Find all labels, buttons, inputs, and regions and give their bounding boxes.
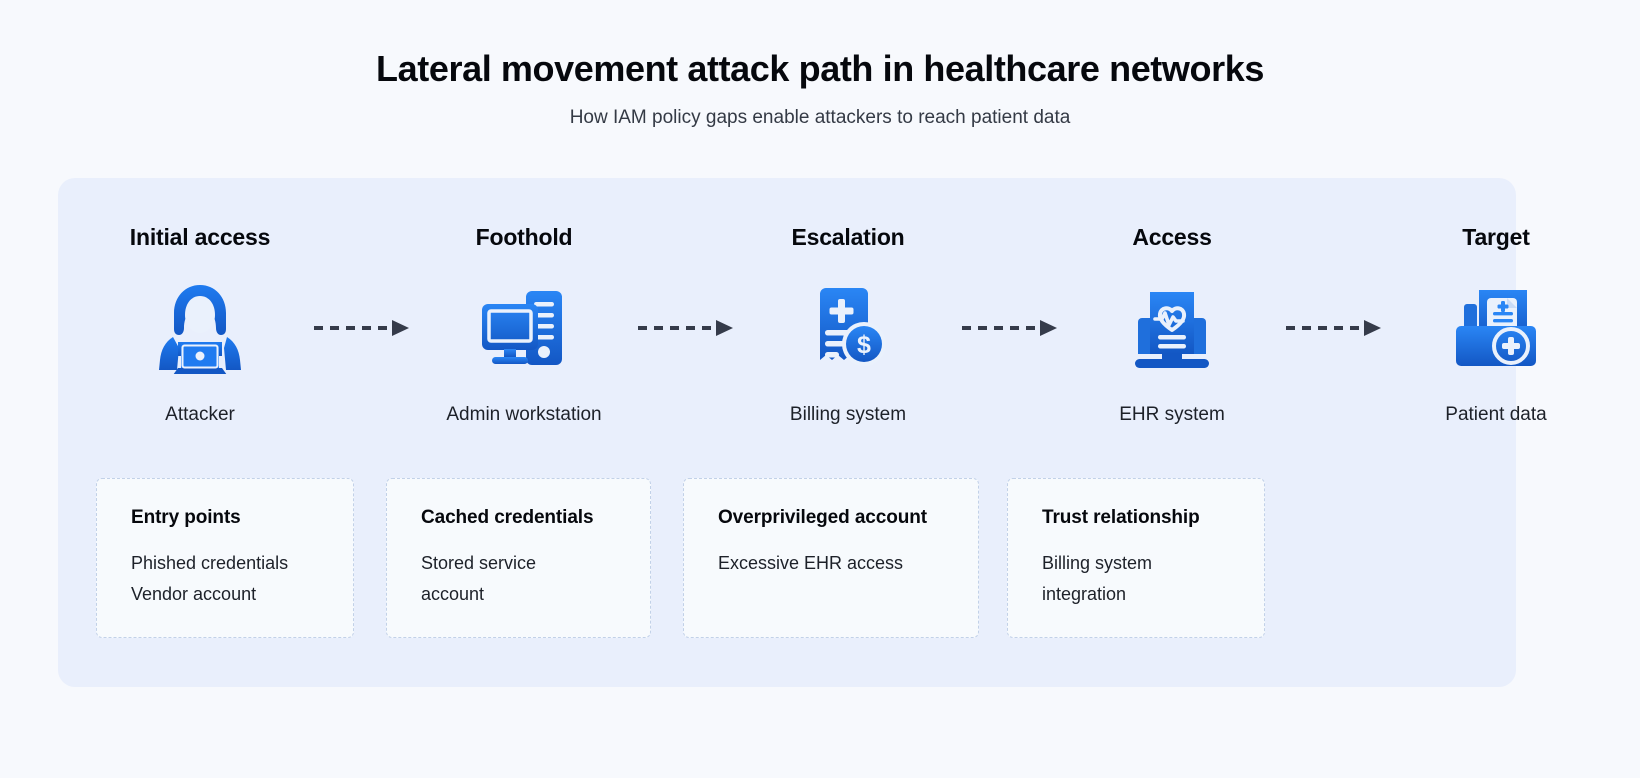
detail-cards-row: Entry points Phished credentials Vendor … <box>58 478 1516 638</box>
flow-node-access[interactable]: Access <box>1060 224 1284 426</box>
node-label-admin-workstation: Admin workstation <box>446 403 602 425</box>
detail-card-title: Trust relationship <box>1042 507 1200 528</box>
node-label-ehr-system: EHR system <box>1119 403 1225 425</box>
laptop-health-record-icon <box>1126 282 1218 374</box>
stage-label-target: Target <box>1462 224 1530 250</box>
detail-card-line: Vendor account <box>131 583 257 604</box>
node-label-billing-system: Billing system <box>789 403 907 425</box>
hooded-attacker-laptop-icon <box>157 282 243 374</box>
stage-label-escalation: Escalation <box>791 224 905 250</box>
dashed-arrow-right-icon-4 <box>1284 282 1384 374</box>
medical-folder-records-icon <box>1453 282 1539 374</box>
attack-path-panel: Initial access <box>58 178 1547 687</box>
detail-card-line: account <box>421 583 485 604</box>
detail-card-line: integration <box>1042 583 1127 604</box>
dashed-arrow-right-icon-2 <box>636 282 736 374</box>
flow-node-target[interactable]: Target <box>1384 224 1608 426</box>
detail-card-body: Excessive EHR access <box>718 548 956 579</box>
svg-text:$: $ <box>857 331 871 359</box>
detail-card-entry-points[interactable]: Entry points Phished credentials Vendor … <box>96 478 354 638</box>
detail-card-title: Overprivileged account <box>718 507 927 528</box>
detail-card-line: Stored service <box>421 552 537 573</box>
detail-card-title: Cached credentials <box>421 507 594 528</box>
medical-bill-dollar-icon: $ <box>808 282 888 374</box>
page-subtitle: How IAM policy gaps enable attackers to … <box>569 107 1071 129</box>
stage-label-initial-access: Initial access <box>129 224 271 250</box>
diagram-header: Lateral movement attack path in healthca… <box>0 0 1640 131</box>
stage-label-foothold: Foothold <box>475 224 573 250</box>
detail-card-overprivileged-account[interactable]: Overprivileged account Excessive EHR acc… <box>683 478 979 638</box>
attack-flow-row: Initial access <box>58 178 1547 426</box>
detail-card-title: Entry points <box>131 507 241 528</box>
detail-card-line: Billing system <box>1042 552 1153 573</box>
node-label-patient-data: Patient data <box>1445 403 1547 425</box>
flow-node-escalation[interactable]: Escalation <box>736 224 960 426</box>
flow-node-initial-access[interactable]: Initial access <box>88 224 312 426</box>
stage-label-access: Access <box>1132 224 1212 250</box>
flow-node-foothold[interactable]: Foothold <box>412 224 636 426</box>
detail-card-body: Stored service account <box>421 548 628 610</box>
detail-card-line: Excessive EHR access <box>718 552 904 573</box>
detail-card-trust-relationship[interactable]: Trust relationship Billing system integr… <box>1007 478 1265 638</box>
detail-card-body: Billing system integration <box>1042 548 1242 610</box>
page-title: Lateral movement attack path in healthca… <box>376 48 1264 89</box>
detail-card-cached-credentials[interactable]: Cached credentials Stored service accoun… <box>386 478 651 638</box>
dashed-arrow-right-icon-1 <box>312 282 412 374</box>
detail-card-line: Phished credentials <box>131 552 289 573</box>
desktop-computer-tower-icon <box>478 282 570 374</box>
node-label-attacker: Attacker <box>165 403 235 425</box>
dashed-arrow-right-icon-3 <box>960 282 1060 374</box>
detail-card-body: Phished credentials Vendor account <box>131 548 331 610</box>
